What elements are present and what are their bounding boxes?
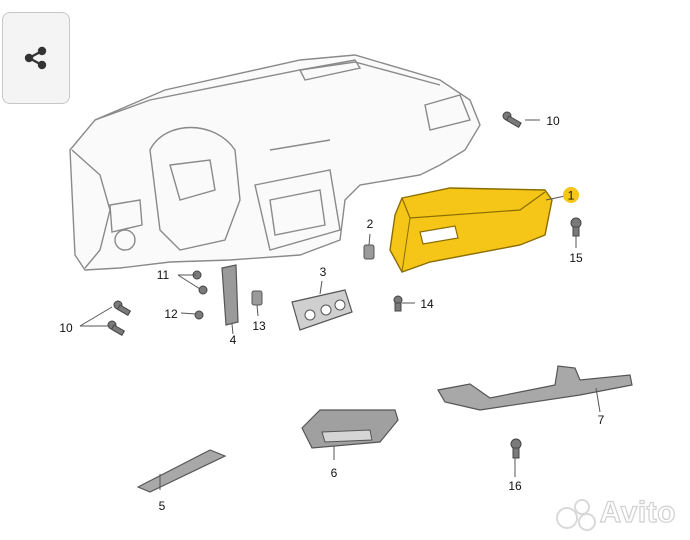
part-13-clip [251,290,263,306]
callout-13: 13 [252,319,266,333]
avito-watermark: Avito [555,495,676,531]
avito-watermark-text: Avito [599,495,676,529]
part-3-bezel [291,289,353,331]
share-icon [24,46,47,70]
callout-6: 6 [331,466,338,480]
part-7-bracket [437,365,633,411]
callout-1-badge [563,187,579,203]
share-button[interactable] [2,12,70,104]
part-6-tray [301,409,399,449]
leader-lines [79,119,601,490]
callout-16: 16 [508,479,522,493]
callout-10-top: 10 [546,114,560,128]
callout-11: 11 [157,268,170,282]
callout-3: 3 [320,265,327,279]
callout-1: 1 [568,189,575,203]
part-2-clip [363,244,375,260]
callout-2: 2 [367,217,374,231]
callout-14: 14 [420,297,434,311]
callout-15: 15 [569,251,583,265]
avito-logo-icon [555,497,596,531]
callout-12: 12 [164,307,178,321]
callout-7: 7 [598,413,605,427]
screws [107,111,582,459]
callout-4: 4 [230,333,237,347]
part-1-glovebox [389,187,553,273]
part-4-bracket [221,264,239,326]
part-5-trim [136,449,227,493]
dashboard-assembly [69,54,481,271]
callout-5: 5 [159,499,166,513]
callout-10-left: 10 [59,321,73,335]
